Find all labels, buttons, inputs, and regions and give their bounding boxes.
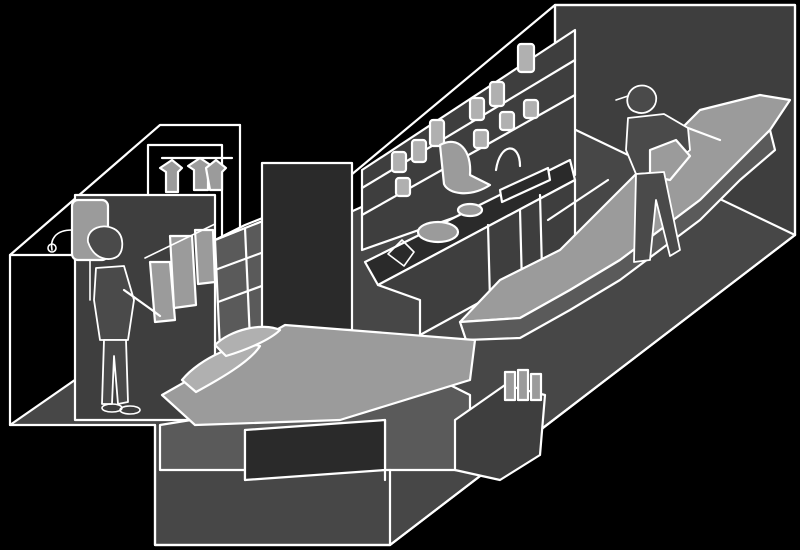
doorway (260, 161, 354, 332)
jar (498, 110, 516, 132)
bed (158, 323, 477, 482)
cabinet-door-line (538, 193, 544, 272)
small-appliance (387, 239, 415, 267)
person-right-ponytail (615, 95, 629, 101)
person-left-shoe (119, 405, 141, 415)
book (503, 370, 517, 402)
pillow (213, 325, 282, 358)
front-floor-edge (153, 423, 392, 547)
laundry-1 (148, 260, 177, 324)
cabinet-door-line (486, 223, 492, 302)
lounge-sofa (458, 93, 792, 342)
laundry-3 (193, 228, 217, 286)
jar (394, 176, 412, 198)
child (648, 138, 692, 182)
shirt-3 (204, 158, 228, 192)
person-left-torso (93, 265, 135, 341)
pipe-valve (47, 243, 57, 253)
book (529, 372, 543, 402)
bed-mattress (160, 323, 477, 427)
pillow (180, 343, 262, 394)
stove-burner (456, 202, 484, 218)
stove-pot (416, 220, 460, 244)
jar (390, 150, 408, 174)
jar (468, 96, 486, 122)
jar (472, 128, 490, 150)
lounge-base (458, 128, 777, 342)
kitchen-sink (498, 166, 552, 204)
jar (428, 118, 446, 148)
person-left-arm (122, 288, 162, 318)
jar (410, 138, 428, 164)
jar (516, 42, 536, 74)
jar (522, 98, 540, 120)
laundry-2 (168, 234, 198, 310)
person-left-legs (101, 339, 129, 405)
right-floor-edge (388, 233, 797, 547)
book (516, 368, 530, 402)
person-right-arm (686, 126, 722, 142)
person-left (87, 225, 162, 415)
heater-pipe (50, 229, 73, 251)
laundry-line (144, 223, 216, 259)
towel-bar (546, 178, 610, 222)
person-right (615, 84, 722, 263)
person-left-hair (87, 225, 124, 260)
under-bed-drawer (243, 418, 387, 482)
faucet (494, 147, 522, 172)
kitchen-shelving (360, 28, 577, 252)
book-basket (453, 368, 547, 482)
person-right-head (626, 84, 658, 114)
shelf-divider (243, 226, 252, 342)
range-hood (438, 140, 492, 195)
kitchen-back-wall (360, 28, 577, 252)
jar (488, 80, 506, 108)
shirt-1 (158, 158, 184, 194)
back-top-edge (253, 3, 797, 257)
person-right-legs (633, 171, 681, 263)
left-room-frame (8, 123, 242, 427)
